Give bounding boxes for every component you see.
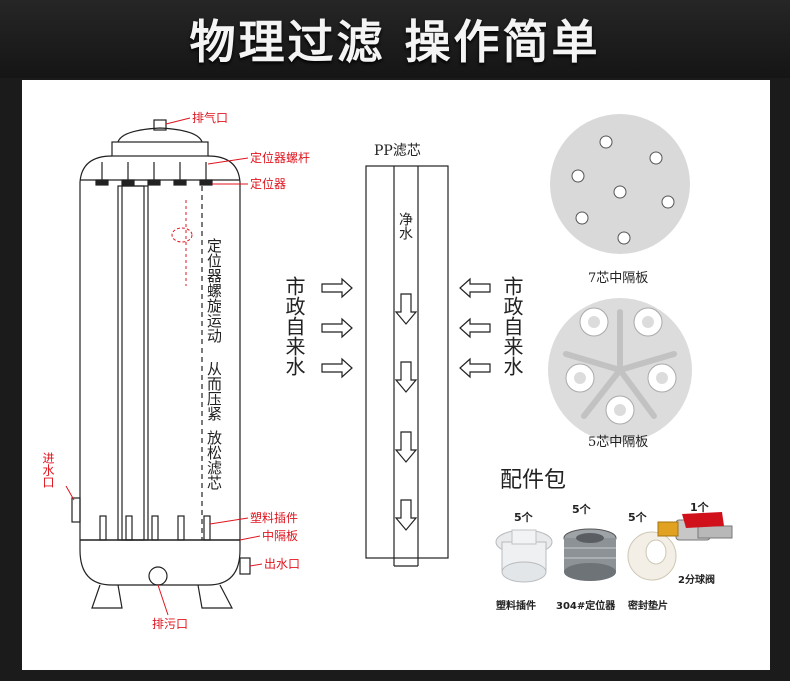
accessory-name-locator: 304#定位器 [556, 601, 616, 612]
filter-housing [71, 119, 251, 609]
accessory-qty-plastic-insert: 5个 [514, 511, 533, 524]
page-title: 物理过滤 操作简单 [189, 15, 601, 69]
accessory-ball-valve [657, 512, 733, 541]
inflow-arrows-right [459, 277, 491, 379]
inflow-arrows-left [321, 277, 353, 379]
inlet-label: 进水口 [41, 452, 55, 488]
accessory-locator [563, 528, 617, 581]
header-banner: 物理过滤 操作简单 [0, 0, 790, 78]
pp-filter-title: PP滤芯 [374, 143, 421, 159]
diagram-panel: 排气口 定位器螺杆 定位器 进水口 塑料插件 中隔板 出水口 排污口 定位器螺旋… [22, 80, 770, 670]
drain-port-label: 排污口 [152, 617, 189, 631]
accessory-name-gasket: 密封垫片 [628, 601, 668, 612]
locator-label: 定位器 [250, 177, 287, 191]
plastic-insert-label: 塑料插件 [250, 511, 299, 525]
accessory-qty-locator: 5个 [572, 503, 591, 516]
exhaust-port-label: 排气口 [192, 111, 229, 125]
plate-5-core-label: 5芯中隔板 [588, 435, 649, 450]
housing-leader-lines [65, 117, 263, 616]
municipal-water-left-label: 市政自来水 [282, 276, 306, 376]
municipal-water-right-label: 市政自来水 [500, 276, 524, 376]
housing-description-line-2: 放松滤芯 [205, 430, 223, 490]
accessory-qty-ball-valve: 1个 [690, 501, 709, 514]
clean-water-label: 净水 [397, 212, 413, 240]
plate-7-core [550, 114, 690, 254]
plate-7-core-label: 7芯中隔板 [588, 271, 649, 286]
accessory-qty-gasket: 5个 [628, 511, 647, 524]
housing-description-line-1: 定位器螺旋运动 从而压紧 [206, 238, 221, 421]
diagram-graphics [65, 114, 733, 616]
plate-5-core [548, 298, 692, 442]
accessory-name-ball-valve: 2分球阀 [678, 575, 715, 586]
accessory-name-plastic-insert: 塑料插件 [496, 601, 536, 612]
locator-screw-label: 定位器螺杆 [250, 151, 311, 165]
accessory-gasket [627, 531, 677, 581]
middle-plate-label: 中隔板 [262, 529, 299, 543]
accessory-plastic-insert [495, 529, 553, 583]
clean-water-flow-arrows [394, 293, 418, 531]
pp-cartridge [365, 165, 449, 567]
accessories-title: 配件包 [500, 468, 567, 493]
outlet-label: 出水口 [264, 557, 301, 571]
